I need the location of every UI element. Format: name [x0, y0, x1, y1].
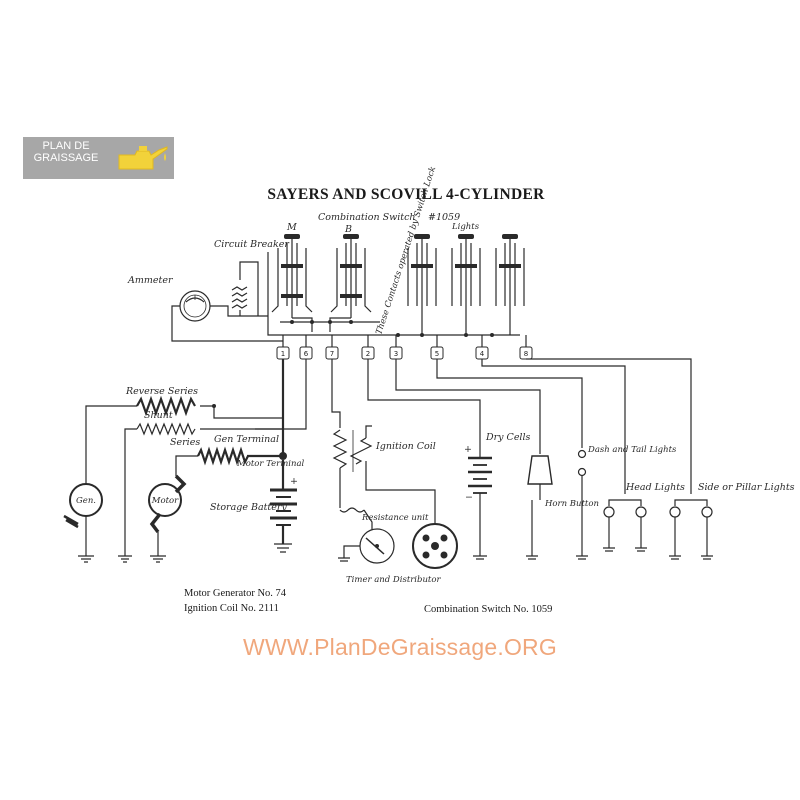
terminal-2: 2: [361, 346, 375, 360]
logo-text: PLAN DE GRAISSAGE: [33, 140, 99, 164]
resistance-unit-label: Resistance unit: [361, 513, 429, 523]
lights-label: Lights: [451, 222, 480, 232]
diagram-title: SAYERS AND SCOVILL 4-CYLINDER: [267, 186, 545, 203]
svg-text:1: 1: [281, 350, 285, 358]
switch-bus-wiring: [267, 252, 520, 337]
gen-terminal-label: Gen Terminal: [214, 434, 279, 445]
terminal-8: 8: [519, 346, 533, 360]
ignition-coil-label: Ignition Coil: [375, 441, 436, 452]
dry-cells: Dry Cells + −: [464, 432, 531, 560]
svg-text:−: −: [465, 492, 473, 503]
side-pillar-lights: Side or Pillar Lights: [669, 482, 795, 560]
ammeter-label: Ammeter: [127, 275, 174, 286]
svg-text:+: +: [290, 476, 298, 487]
head-lights: Head Lights: [603, 482, 685, 552]
motor-terminal-label: Motor Terminal: [236, 459, 305, 469]
resistance-unit: Resistance unit: [339, 507, 429, 530]
svg-text:2: 2: [366, 350, 370, 358]
field-windings: Reverse Series Shunt: [85, 386, 307, 556]
terminal-3: 3: [389, 346, 403, 360]
horn-button-label: Horn Button: [544, 499, 599, 509]
storage-battery-label: Storage Battery: [210, 502, 287, 513]
svg-text:5: 5: [435, 350, 439, 358]
switch-plunger-light-2: [451, 234, 481, 322]
caption-combination-switch: Combination Switch No. 1059: [424, 604, 552, 615]
dry-cells-label: Dry Cells: [485, 432, 531, 443]
circuit-breaker: Circuit Breaker: [214, 239, 290, 316]
shunt-label: Shunt: [144, 410, 173, 421]
ignition-coil: Ignition Coil: [332, 425, 436, 508]
motor-label: Motor: [151, 496, 179, 506]
horn: Horn Button: [526, 455, 599, 560]
terminal-7: 7: [325, 346, 339, 360]
switch-plunger-m: [271, 234, 313, 318]
svg-text:7: 7: [330, 350, 334, 358]
dash-tail-lights: Dash and Tail Lights: [576, 445, 677, 560]
caption-ignition-coil: Ignition Coil No. 2111: [184, 603, 279, 614]
svg-text:4: 4: [480, 350, 485, 358]
switch-label: Combination Switch: [318, 212, 416, 223]
reverse-series-label: Reverse Series: [125, 386, 198, 397]
timer-distributor-label: Timer and Distributor: [346, 575, 441, 585]
generator: Gen.: [63, 483, 132, 563]
switch-plunger-b: [330, 234, 372, 318]
site-logo: PLAN DE GRAISSAGE: [23, 137, 174, 179]
terminal-4: 4: [475, 346, 489, 360]
series-label: Series: [170, 437, 200, 448]
switch-plunger-light-3: [495, 234, 525, 322]
terminal-block: 1 6 7 2 3 5 4 8: [276, 335, 533, 360]
ammeter: Ammeter: [127, 275, 283, 342]
footer-watermark: WWW.PlanDeGraissage.ORG: [243, 634, 557, 660]
timer: [338, 528, 395, 564]
series-winding: Series Gen Terminal Motor Terminal: [170, 428, 305, 476]
dash-tail-label: Dash and Tail Lights: [587, 445, 677, 455]
terminal-5: 5: [430, 346, 444, 360]
storage-battery: Storage Battery +: [210, 460, 298, 553]
head-lights-label: Head Lights: [625, 482, 685, 493]
svg-text:+: +: [464, 444, 472, 455]
oil-can-icon: [118, 146, 168, 170]
key-m-label: M: [286, 222, 297, 233]
gen-label: Gen.: [76, 496, 96, 506]
terminal-1: 1: [276, 346, 290, 360]
main-wiring: [281, 358, 692, 494]
circuit-breaker-label: Circuit Breaker: [214, 239, 290, 250]
distributor: [400, 489, 458, 569]
caption-motor-generator: Motor Generator No. 74: [184, 588, 287, 599]
svg-text:6: 6: [304, 350, 309, 358]
side-pillar-label: Side or Pillar Lights: [698, 482, 795, 493]
svg-text:3: 3: [394, 350, 398, 358]
motor: Motor: [148, 474, 187, 563]
svg-text:8: 8: [524, 350, 528, 358]
switch-number: #1059: [428, 212, 460, 223]
terminal-6: 6: [299, 346, 313, 360]
switch-plunger-light-1: [407, 234, 437, 322]
key-b-label: B: [344, 224, 352, 235]
